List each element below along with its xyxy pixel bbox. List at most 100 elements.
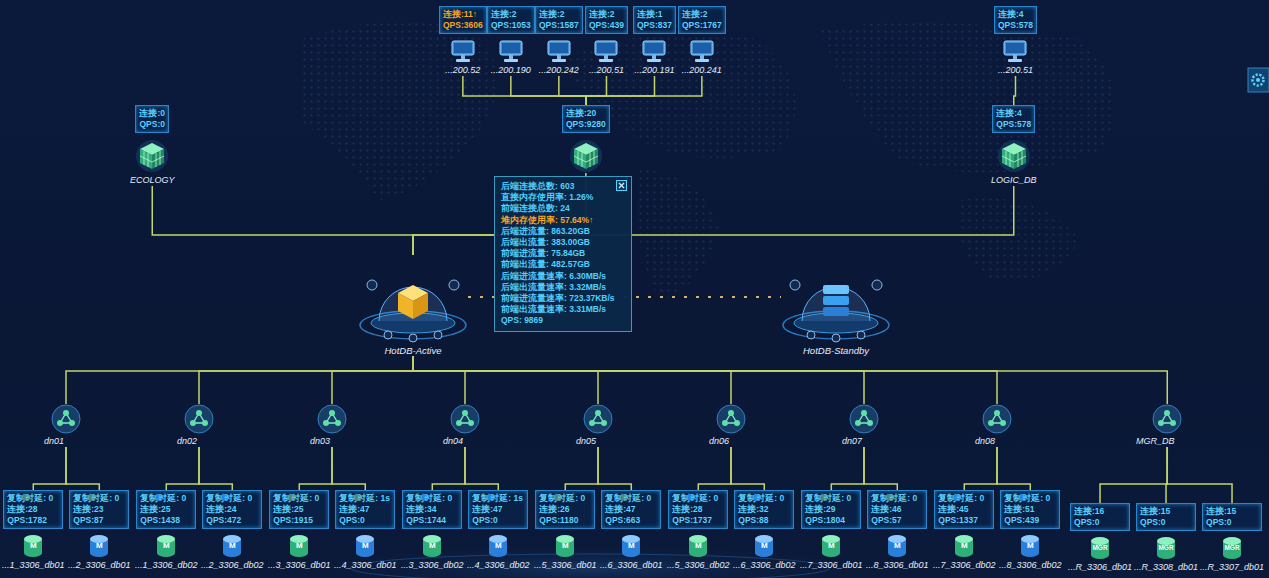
icon-letter: M [353, 541, 377, 551]
node-label: ...2_3306_db01 [68, 560, 131, 571]
icon-letter: MGR [1220, 543, 1244, 553]
stat-line: 连接:2 [589, 9, 624, 20]
db-icon: M [619, 534, 643, 558]
stat-line: 复制时延: 0 [539, 493, 591, 504]
stat-line: QPS:472 [206, 515, 258, 526]
stat-line: 连接:25 [140, 504, 192, 515]
stat-line: QPS:0 [139, 119, 165, 130]
db-instance: 复制时延: 0连接:28QPS:1737M...5_3306_db02 [667, 490, 730, 571]
stat-line: QPS:439 [589, 20, 624, 31]
connector [1014, 76, 1016, 105]
stat-line: QPS:1337 [938, 515, 990, 526]
datanode-icon [450, 404, 480, 434]
stat-box: 复制时延: 0连接:47QPS:663 [601, 490, 661, 529]
stat-box: 连接:2QPS:1587 [535, 6, 583, 34]
db-icon: M [353, 534, 377, 558]
stat-line: QPS:87 [73, 515, 125, 526]
icon-letter: M [1018, 541, 1042, 551]
db-instance: 连接:16QPS:0MGR...R_3306_db01 [1068, 503, 1132, 573]
data-node: dn07 [849, 404, 879, 447]
stat-line: 复制时延: 0 [206, 493, 258, 504]
stat-line: 复制时延: 0 [140, 493, 192, 504]
db-icon: M [752, 534, 776, 558]
stat-line: 连接:16 [1074, 506, 1126, 517]
db-instance: 复制时延: 1s连接:47QPS:0M...4_3306_db01 [334, 490, 397, 571]
node-label: ...2_3306_db02 [201, 560, 264, 571]
node-label: ...4_3306_db02 [467, 560, 530, 571]
computer-icon [1002, 40, 1028, 63]
stat-box: 连接:11↑QPS:3606 [439, 6, 487, 34]
client-node: 连接:4QPS:578...200.51 [994, 6, 1037, 76]
stat-box: 复制时延: 0连接:28QPS:1782 [3, 490, 63, 529]
stat-box: 连接:2QPS:1053 [487, 6, 535, 34]
stat-box: 连接:15QPS:0 [1136, 503, 1196, 531]
db-icon: M [885, 534, 909, 558]
settings-button [1248, 68, 1269, 92]
connector [33, 447, 66, 490]
stat-line: 连接:1 [637, 9, 672, 20]
stat-line: 连接:2 [539, 9, 579, 20]
hotdb-orb [358, 255, 468, 343]
data-node: dn08 [982, 404, 1012, 447]
stat-box: 连接:20QPS:9280 [562, 105, 610, 133]
node-label: ECOLOGY [130, 175, 175, 186]
stat-line: 连接:4 [998, 9, 1033, 20]
computer-icon [450, 40, 476, 63]
node-label: ...3_3306_db01 [268, 560, 331, 571]
icon-letter: M [885, 541, 909, 551]
node-label: ...3_3306_db02 [401, 560, 464, 571]
stat-line: QPS:1804 [805, 515, 857, 526]
stat-line: 连接:25 [273, 504, 325, 515]
cube-icon [569, 139, 603, 173]
stat-line: QPS:57 [871, 515, 923, 526]
stat-line: QPS:0 [339, 515, 391, 526]
metric-line: 前端出流量速率: 3.31MB/s [501, 304, 615, 315]
stat-line: 复制时延: 0 [7, 493, 59, 504]
metrics-panel: 后端连接总数: 603直接内存使用率: 1.26%前端连接总数: 24堆内存使用… [494, 176, 632, 332]
node-label: ...6_3306_db02 [733, 560, 796, 571]
logic-db-node: 连接:20QPS:9280 [562, 105, 610, 173]
db-instance: 复制时延: 0连接:46QPS:57M...8_3306_db01 [866, 490, 929, 571]
stat-line: QPS:0 [1206, 517, 1258, 528]
node-label: ...1_3306_db01 [2, 560, 65, 571]
stat-box: 连接:2QPS:1767 [678, 6, 726, 34]
connector [1167, 447, 1232, 503]
stat-line: QPS:1767 [682, 20, 722, 31]
connector [465, 447, 498, 490]
stat-line: 复制时延: 0 [406, 493, 458, 504]
computer-icon [498, 40, 524, 63]
computer-icon [641, 40, 667, 63]
stat-line: 连接:46 [871, 504, 923, 515]
connector [1100, 447, 1167, 503]
map-dots [300, 22, 1116, 300]
db-instance: 复制时延: 0连接:32QPS:88M...6_3306_db02 [733, 490, 796, 571]
hotdb-orb [781, 255, 891, 343]
stat-line: 复制时延: 0 [73, 493, 125, 504]
stat-box: 复制时延: 0连接:26QPS:1180 [535, 490, 595, 529]
stat-line: QPS:837 [637, 20, 672, 31]
icon-letter: M [752, 541, 776, 551]
metric-line: 直接内存使用率: 1.26% [501, 192, 615, 203]
stat-line: 连接:32 [738, 504, 790, 515]
node-label: HotDB-Active [384, 345, 441, 356]
logic-db-node: 连接:4QPS:578LOGIC_DB [991, 105, 1037, 186]
connector [66, 356, 413, 404]
node-label: ...7_3306_db01 [800, 560, 863, 571]
node-label: ...200.51 [589, 65, 624, 76]
node-label: ...5_3306_db02 [667, 560, 730, 571]
datanode-icon [583, 404, 613, 434]
node-label: ...5_3306_db01 [534, 560, 597, 571]
connector [831, 447, 864, 490]
connector [199, 447, 232, 490]
metric-line: 后端进流量: 863.20GB [501, 226, 615, 237]
hotdb-node: HotDB-Standby [781, 255, 891, 356]
stat-box: 连接:1QPS:837 [633, 6, 676, 34]
stat-line: QPS:1744 [406, 515, 458, 526]
stat-line: 连接:2 [682, 9, 722, 20]
node-label: dn07 [842, 436, 862, 447]
stat-line: QPS:0 [472, 515, 524, 526]
db-icon: M [1018, 534, 1042, 558]
client-node: 连接:2QPS:1587...200.242 [535, 6, 583, 76]
icon-letter: M [553, 541, 577, 551]
